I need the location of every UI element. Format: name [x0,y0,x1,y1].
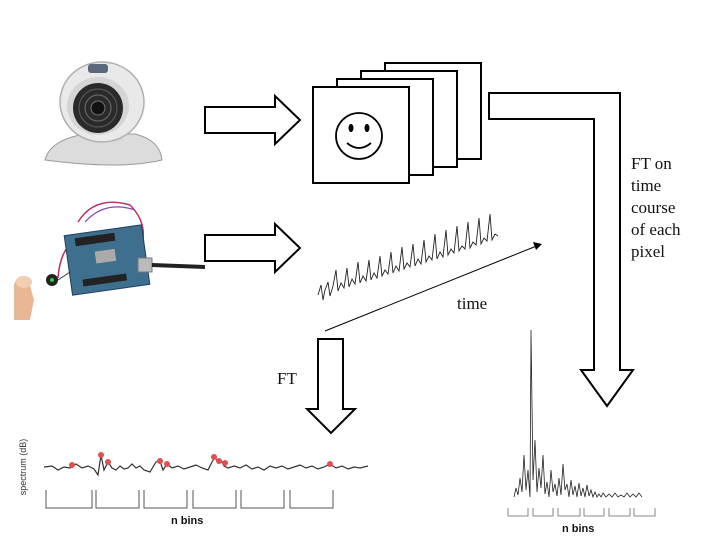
time-axis-arrowhead [533,242,542,250]
ft-pixel-label-line: pixel [631,242,665,261]
smiley-face-icon [335,112,383,160]
ft-pixel-label-line: time [631,176,662,195]
right-bin-brackets [507,508,656,517]
left-bin-brackets [45,490,334,509]
left-bins-label: n bins [171,515,204,527]
ft-pixel-label-line: FT on [631,154,672,173]
ft-pixel-label: FT on time course of each pixel [631,153,681,263]
sensor-to-signal-arrow [204,221,302,275]
spectrum-axis-label: spectrum (dB) [18,438,28,496]
webcam-to-frames-arrow [204,93,302,147]
ft-pixel-label-line: course [631,198,676,217]
ft-down-arrow [304,338,358,435]
pulse-signal-trace [317,213,499,301]
left-spectrum-trace [43,454,369,477]
ft-per-pixel-arrow [488,92,635,408]
ft-pixel-label-line: of each [631,220,681,239]
left-spectrum-peaks [69,452,333,468]
time-label: time [457,294,488,313]
right-spectrum-trace [513,329,643,499]
right-bins-label: n bins [562,523,595,535]
frame-stack [312,62,482,184]
ft-label: FT [277,369,297,388]
time-axis-line [324,244,540,332]
webcam-icon [44,61,163,166]
arduino-pulse-sensor-icon [14,201,206,320]
